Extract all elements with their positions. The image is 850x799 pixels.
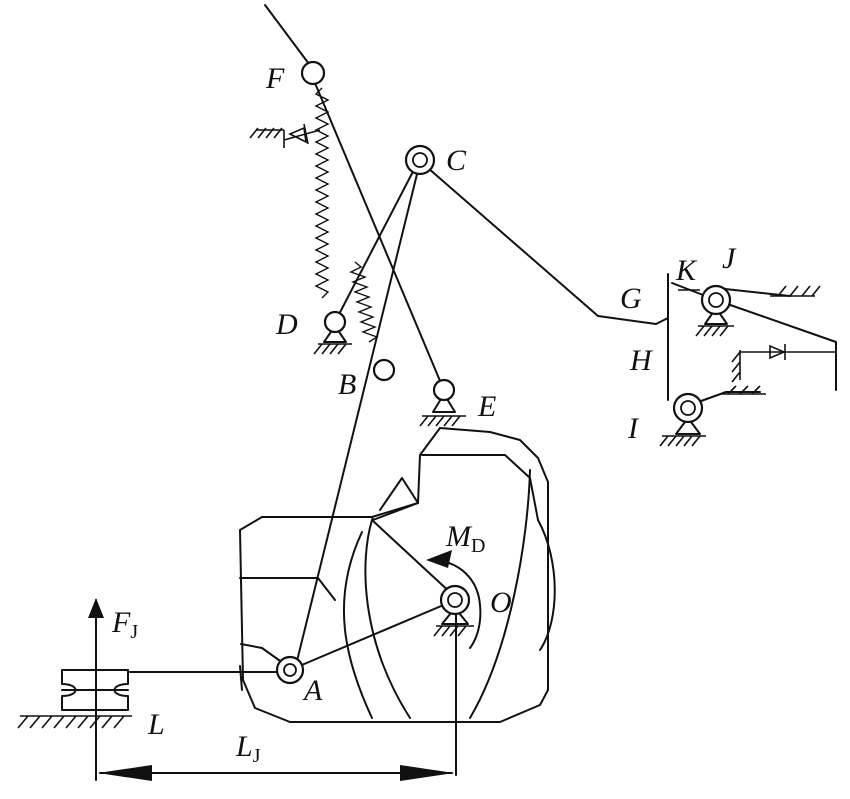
- joint-D: [323, 310, 347, 334]
- joint-F: [300, 60, 326, 86]
- label-dimension: LJ: [235, 730, 261, 767]
- joints: [275, 60, 732, 685]
- dimension-LJ: [98, 765, 454, 781]
- top-lever-extension: [264, 4, 313, 69]
- crank-links: [289, 519, 457, 776]
- label-C: C: [446, 144, 467, 177]
- link-CG: [427, 167, 599, 317]
- ground-support-O: [433, 607, 474, 637]
- cam-body: [239, 427, 556, 723]
- upper-spring: [314, 87, 330, 299]
- lower-spring: [349, 261, 379, 343]
- contact-block: [17, 669, 285, 729]
- springs: [314, 87, 379, 343]
- joint-B: [372, 358, 396, 382]
- ground-support-J: [695, 307, 734, 337]
- label-G: G: [620, 282, 642, 315]
- joint-A: [275, 655, 305, 685]
- label-D: D: [275, 308, 298, 341]
- label-moment: MD: [445, 520, 485, 557]
- link-FE: [311, 75, 444, 389]
- label-L: L: [147, 708, 165, 741]
- link-CD: [334, 157, 421, 323]
- joint-E: [432, 378, 456, 402]
- link-CA: [295, 161, 421, 666]
- label-J: J: [722, 242, 737, 275]
- label-A: A: [302, 674, 323, 707]
- joint-J: [700, 284, 732, 316]
- joint-C: [404, 144, 436, 176]
- ground-support-I: [659, 417, 706, 447]
- ground-support-D: [313, 325, 352, 355]
- label-F: F: [265, 62, 285, 95]
- label-E: E: [477, 390, 496, 423]
- label-I: I: [627, 412, 640, 445]
- right-mechanism: [655, 273, 837, 406]
- upper-linkage: [264, 4, 657, 666]
- label-O: O: [490, 586, 512, 619]
- joint-O: [439, 584, 471, 616]
- label-K: K: [675, 254, 698, 287]
- spring-stop-upper: [249, 123, 321, 148]
- label-H: H: [629, 344, 654, 377]
- labels: F C D B E G K J H I A O L MD FJ LJ: [111, 62, 737, 767]
- joint-I: [672, 392, 704, 424]
- label-force: FJ: [111, 606, 138, 643]
- label-B: B: [338, 368, 356, 401]
- moment-arrow-MD: [426, 550, 482, 649]
- ground-support-E: [419, 393, 466, 427]
